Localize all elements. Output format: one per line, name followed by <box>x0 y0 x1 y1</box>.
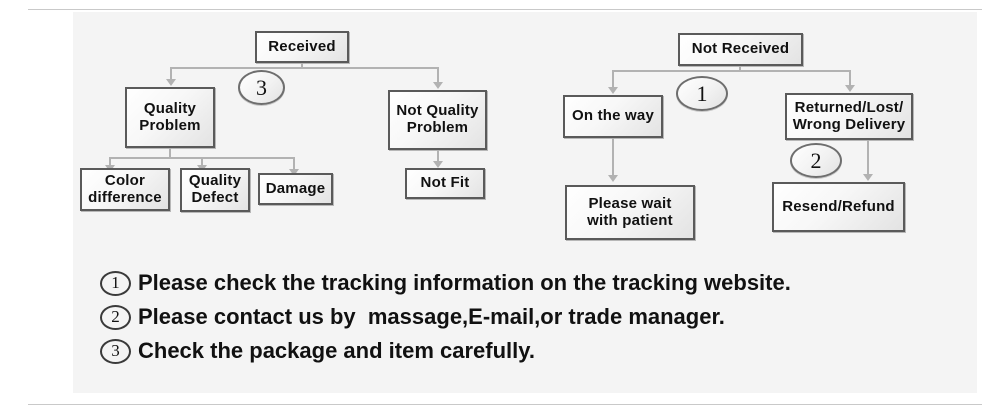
bottom-divider-rule <box>28 404 982 405</box>
node-not-fit: Not Fit <box>405 168 485 199</box>
step-marker-2-chart: 2 <box>790 143 842 178</box>
connector-notreceived-left-drop <box>612 70 614 88</box>
node-quality-defect: Quality Defect <box>180 168 250 212</box>
connector-received-stem <box>301 63 303 68</box>
legend-list: 1 Please check the tracking information … <box>100 266 900 368</box>
legend-item-1: 1 Please check the tracking information … <box>100 266 900 300</box>
connector-qp-drop-damage <box>293 157 295 170</box>
infographic-panel: Received 3 Quality Problem Not Quality P… <box>73 12 977 393</box>
arrow-to-damage <box>289 169 299 176</box>
node-quality-problem: Quality Problem <box>125 87 215 148</box>
arrow-to-quality-problem <box>166 79 176 86</box>
legend-number-3: 3 <box>100 338 131 364</box>
connector-received-left-drop <box>170 67 172 80</box>
connector-nqp-to-notfit <box>437 150 439 162</box>
arrow-to-on-the-way <box>608 87 618 94</box>
top-divider-rule <box>28 9 982 10</box>
connector-notreceived-bar <box>612 70 850 72</box>
arrow-to-not-fit <box>433 161 443 168</box>
connector-qp-drop-color <box>109 157 111 166</box>
legend-text-1: Please check the tracking information on… <box>138 270 791 295</box>
connector-ontheway-to-pleasewait <box>612 138 614 176</box>
node-resend-refund: Resend/Refund <box>772 182 905 232</box>
node-color-difference: Color difference <box>80 168 170 211</box>
arrow-to-returned-lost <box>845 85 855 92</box>
step-marker-1-chart: 1 <box>676 76 728 111</box>
step-marker-3-chart: 3 <box>238 70 285 105</box>
connector-qp-stem <box>169 148 171 158</box>
connector-qp-drop-defect <box>201 157 203 166</box>
node-received: Received <box>255 31 349 63</box>
arrow-to-please-wait <box>608 175 618 182</box>
connector-received-right-drop <box>437 67 439 83</box>
legend-number-1: 1 <box>100 270 131 296</box>
connector-returned-to-resend <box>867 140 869 175</box>
node-damage: Damage <box>258 173 333 205</box>
legend-item-3: 3 Check the package and item carefully. <box>100 334 900 368</box>
node-please-wait: Please wait with patient <box>565 185 695 240</box>
connector-notreceived-stem <box>739 66 741 71</box>
connector-received-bar <box>170 67 438 69</box>
legend-text-2: Please contact us by massage,E-mail,or t… <box>138 304 725 329</box>
legend-item-2: 2 Please contact us by massage,E-mail,or… <box>100 300 900 334</box>
connector-notreceived-right-drop <box>849 70 851 86</box>
node-on-the-way: On the way <box>563 95 663 138</box>
node-not-quality-problem: Not Quality Problem <box>388 90 487 150</box>
legend-number-2: 2 <box>100 304 131 330</box>
arrow-to-not-quality-problem <box>433 82 443 89</box>
legend-text-3: Check the package and item carefully. <box>138 338 535 363</box>
arrow-to-resend-refund <box>863 174 873 181</box>
node-returned-lost-wrong-delivery: Returned/Lost/ Wrong Delivery <box>785 93 913 140</box>
node-not-received: Not Received <box>678 33 803 66</box>
